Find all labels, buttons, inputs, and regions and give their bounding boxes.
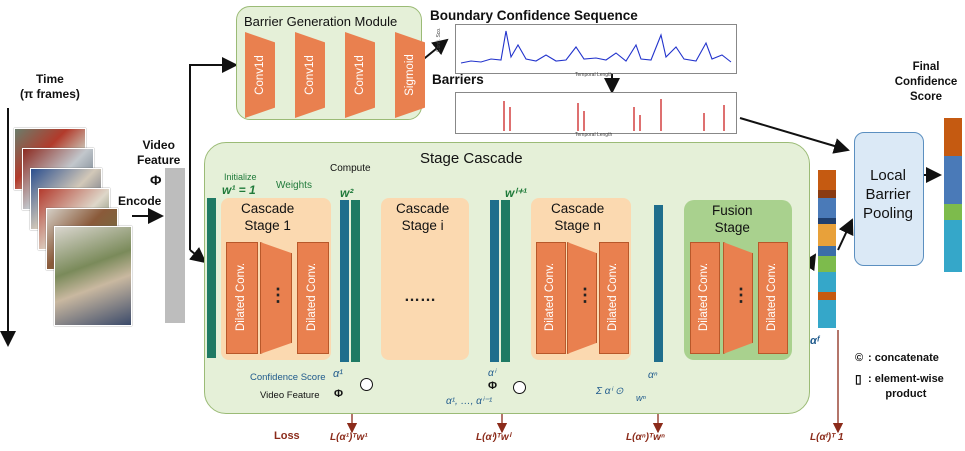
weights-label: Weights (276, 180, 312, 191)
dilated-conv-label: Dilated Conv. (306, 262, 318, 332)
dilated-conv-label: Dilated Conv. (544, 262, 556, 332)
alpha-range-label: α¹, …, αⁱ⁻¹ (446, 396, 493, 407)
dilated-conv-block (690, 242, 720, 354)
cascade-stage-i (381, 198, 469, 360)
feature-bar (165, 168, 185, 323)
vertical-ellipsis: ⋮ (269, 285, 287, 305)
weight-bar (351, 200, 360, 362)
concat-icon (360, 378, 373, 391)
sigmoid-block (395, 32, 425, 118)
wi1-label: wⁱ⁺¹ (505, 186, 527, 200)
feature-to-cascade-arrow (189, 247, 207, 264)
dilated-conv-label: Dilated Conv. (607, 262, 619, 332)
alpha-n-label: αⁿ (648, 370, 658, 381)
dilated-conv-block (758, 242, 788, 354)
sigmoid-label: Sigmoid (404, 54, 416, 96)
conv1d-block (245, 32, 275, 118)
local-barrier-pooling (854, 132, 924, 266)
boundary-sequence-title: Boundary Confidence Sequence (430, 8, 638, 23)
conv1d-label: Conv1d (304, 55, 316, 95)
time-label: Time (π frames) (20, 72, 80, 101)
output-to-pooling-arrow (837, 218, 854, 251)
cascade-stage-i-label: Cascade Stage i (396, 201, 450, 233)
w-n-label: wⁿ (636, 393, 646, 403)
dilated-conv-label: Dilated Conv. (698, 262, 710, 332)
alpha-i-label: αⁱ (488, 368, 496, 379)
barriers-to-pooling-arrow (739, 117, 850, 154)
cascade-stage-1-label: Cascade Stage 1 (241, 201, 295, 233)
init-equation: w¹ = 1 (222, 183, 256, 197)
bgm-title: Barrier Generation Module (244, 14, 398, 29)
video-feature-label: Video Feature (137, 138, 181, 167)
dilated-conv-block (599, 242, 629, 354)
confidence-score-label: Confidence Score (250, 372, 326, 383)
feature-to-bgm-arrow (189, 57, 238, 250)
product-legend-symbol: ▯ (855, 372, 862, 386)
pooling-label: Local Barrier Pooling (862, 167, 914, 222)
loss-term-n: L(αⁿ)ᵀwⁿ (626, 432, 665, 443)
dilated-conv-block (567, 242, 597, 354)
concat-legend-label: : concatenate (868, 352, 939, 364)
concat-legend-symbol: © (855, 352, 864, 364)
conv1d-block (345, 32, 375, 118)
alpha1-label: α¹ (333, 368, 343, 380)
dilated-conv-block (226, 242, 258, 354)
dilated-conv-block (260, 242, 292, 354)
dilated-conv-block (536, 242, 566, 354)
loss-term-f: L(αᶠ)ᵀ 1 (810, 432, 844, 443)
encode-label: Encode (118, 194, 162, 208)
compute-label: Compute (330, 163, 371, 174)
concat-icon (513, 381, 526, 394)
horizontal-ellipsis: …… (404, 288, 436, 305)
sum-expression: Σ αⁱ ⊙ (596, 386, 624, 397)
alpha-f-bar (818, 170, 836, 328)
confidence-bar (490, 200, 499, 362)
final-score-title: Final Confidence Score (894, 61, 958, 103)
phi-small: Φ (334, 388, 344, 400)
initialize-label: Initialize (224, 172, 257, 182)
confidence-bar (340, 200, 349, 362)
conv1d-block (295, 32, 325, 118)
confidence-bar (654, 205, 663, 362)
video-feature-small-label: Video Feature (260, 390, 320, 401)
video-frame (54, 226, 132, 326)
phi-small: Φ (488, 380, 498, 392)
dilated-conv-label: Dilated Conv. (235, 262, 247, 332)
phi-symbol: Φ (150, 172, 162, 188)
loss-term-1: L(α¹)ᵀw¹ (330, 432, 368, 443)
conv1d-label: Conv1d (254, 55, 266, 95)
stage-cascade-title: Stage Cascade (420, 150, 523, 167)
barriers-title: Barriers (432, 72, 484, 87)
w2-label: w² (340, 186, 354, 200)
vertical-ellipsis: ⋮ (732, 285, 750, 305)
final-score-bar (944, 118, 962, 272)
product-legend-label: : element-wise product (868, 373, 944, 400)
barriers-plot (455, 92, 737, 134)
boundary-sequence-line (460, 30, 732, 64)
loss-term-i: L(αⁱ)ᵀwⁱ (476, 432, 511, 443)
alpha-f-label: αᶠ (810, 335, 820, 347)
loss-label: Loss (274, 430, 300, 442)
cascade-stage-n-label: Cascade Stage n (551, 201, 605, 233)
barriers-spikes (503, 99, 725, 131)
boundary-sequence-plot (455, 24, 737, 74)
boundary-xlabel: Temporal Length (575, 72, 613, 78)
weight-bar (207, 198, 216, 358)
weight-bar (501, 200, 510, 362)
boundary-ylabel: Confi. Sco. (436, 27, 442, 52)
barriers-xlabel: Temporal Length (575, 132, 613, 138)
dilated-conv-label: Dilated Conv. (766, 262, 778, 332)
conv1d-label: Conv1d (354, 55, 366, 95)
dilated-conv-block (297, 242, 329, 354)
fusion-stage-label: Fusion Stage (712, 203, 753, 235)
vertical-ellipsis: ⋮ (576, 285, 594, 305)
dilated-conv-block (723, 242, 753, 354)
